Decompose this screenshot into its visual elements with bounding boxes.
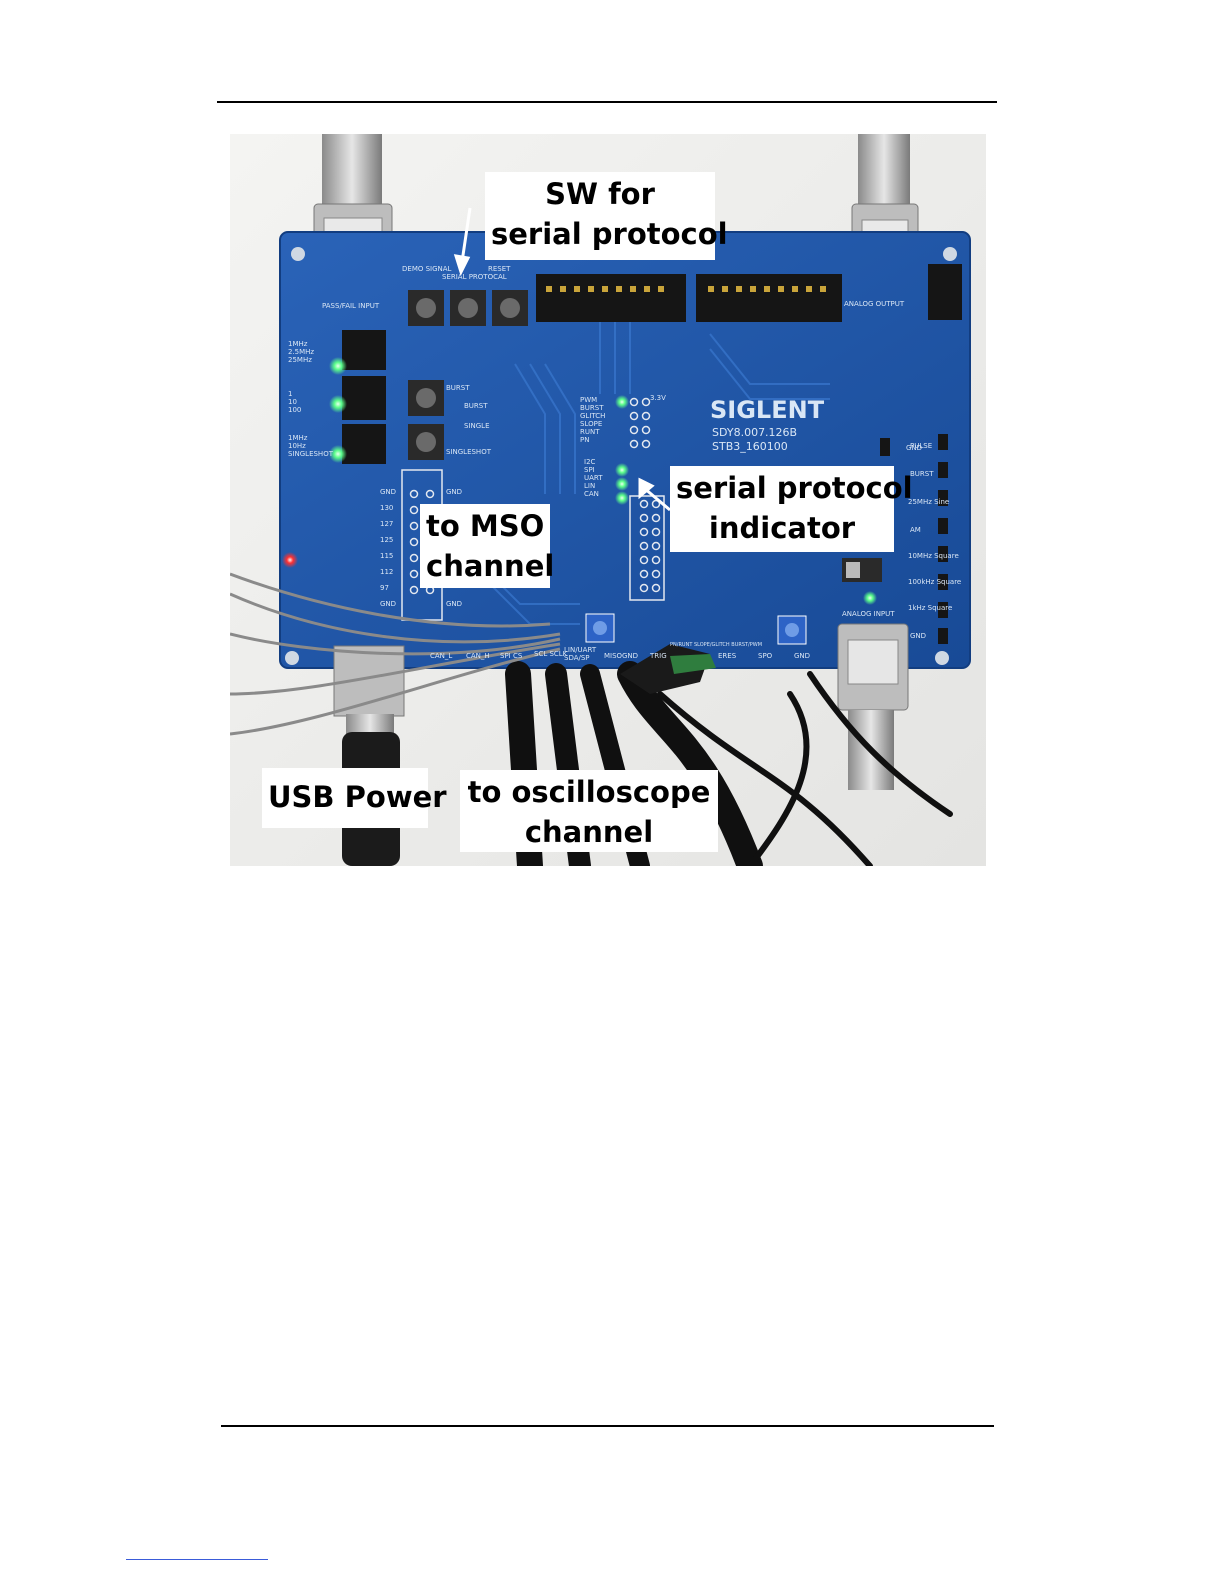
bottom-label-11: ERES: [718, 652, 737, 660]
mode-label-glitch: GLITCH: [580, 412, 605, 420]
button-label-reset: RESET: [488, 265, 511, 273]
bottom-label-3: SPI CS: [500, 652, 523, 660]
header-rule: [217, 101, 997, 103]
board-photo: SIGLENT SDY8.007.126B STB3_160100 DEMO S…: [230, 134, 986, 866]
callout-indicator-line2: indicator: [708, 511, 856, 545]
bottom-label-10: PN/RUNT SLOPE/GLITCH BURST/PWM: [670, 642, 762, 648]
right-label-10m: 10MHz Square: [908, 552, 959, 560]
button-label-demo: DEMO SIGNAL: [402, 265, 452, 273]
callout-mso-line1: to MSO: [426, 509, 545, 543]
mso-left-7: 97: [380, 584, 389, 592]
protocol-label-spi: SPI: [584, 466, 595, 474]
mso-right-1: GND: [446, 488, 462, 496]
rate-label-4: 1: [288, 390, 292, 398]
mso-left-6: 112: [380, 568, 393, 576]
bottom-label-7: MISO: [604, 652, 623, 660]
callout-scope-line2: channel: [524, 815, 654, 849]
mso-left-1: GND: [380, 488, 396, 496]
right-label-gnd-top: GND: [906, 444, 922, 452]
callout-indicator-line1: serial protocol: [676, 471, 913, 505]
callout-serial-indicator: serial protocol indicator: [670, 466, 913, 552]
button-label-protocol: SERIAL PROTOCAL: [442, 273, 507, 281]
mode-label-burst: BURST: [580, 404, 604, 412]
rate-label-7: 1MHz: [288, 434, 308, 442]
mode-label-pn: PN: [580, 436, 589, 444]
rate-label-8: 10Hz: [288, 442, 306, 450]
bottom-label-4: SCL SCLK: [534, 650, 568, 658]
rate-label-5: 10: [288, 398, 297, 406]
rate-label-9: SINGLESHOT: [288, 450, 334, 458]
power-label: 3.3V: [650, 394, 666, 402]
right-label-1k: 1kHz Square: [908, 604, 952, 612]
callout-sw-serial-protocol: SW for serial protocol: [485, 172, 728, 260]
bottom-label-5: LIN/UART: [564, 646, 597, 654]
footnote-link-underline[interactable]: [126, 1559, 268, 1560]
callout-to-oscilloscope: to oscilloscope channel: [460, 770, 718, 852]
callout-usb-power: USB Power: [262, 768, 447, 828]
protocol-label-uart: UART: [584, 474, 603, 482]
bottom-label-2: CAN_H: [466, 652, 490, 660]
callout-usb-line1: USB Power: [268, 780, 447, 814]
mso-left-2: 130: [380, 504, 393, 512]
right-label-am: AM: [910, 526, 921, 534]
bottom-label-12: SPO: [758, 652, 773, 660]
mode-label-slope: SLOPE: [580, 420, 602, 428]
callout-scope-line1: to oscilloscope: [467, 775, 711, 809]
rate-label-3: 25MHz: [288, 356, 312, 364]
callout-sw-line1: SW for: [545, 177, 655, 211]
bottom-label-9: TRIG: [649, 652, 667, 660]
mso-left-8: GND: [380, 600, 396, 608]
right-label-pulse: PULSE: [910, 442, 932, 450]
callout-to-mso: to MSO channel: [420, 504, 555, 588]
mso-left-5: 115: [380, 552, 393, 560]
callout-mso-line2: channel: [426, 549, 555, 583]
mso-left-4: 125: [380, 536, 393, 544]
rate-label-6: 100: [288, 406, 301, 414]
brand-text: SIGLENT: [710, 396, 825, 424]
right-label-sine: 25MHz Sine: [908, 498, 949, 506]
footer-rule: [221, 1425, 994, 1427]
version-text: STB3_160100: [712, 440, 788, 453]
singleshot-label: SINGLESHOT: [446, 448, 492, 456]
bottom-label-1: CAN_L: [430, 652, 452, 660]
protocol-label-lin: LIN: [584, 482, 595, 490]
bottom-label-8: GND: [622, 652, 638, 660]
bottom-label-13: GND: [794, 652, 810, 660]
single-label: SINGLE: [464, 422, 490, 430]
rate-label-2: 2.5MHz: [288, 348, 314, 356]
connector-label-analog-out: ANALOG OUTPUT: [844, 300, 905, 308]
protocol-label-i2c: I2C: [584, 458, 596, 466]
burst-label-1: BURST: [446, 384, 470, 392]
connector-label-analog-in: ANALOG INPUT: [842, 610, 895, 618]
right-label-gnd: GND: [910, 632, 926, 640]
protocol-label-can: CAN: [584, 490, 599, 498]
right-label-burst: BURST: [910, 470, 934, 478]
mso-right-7: GND: [446, 600, 462, 608]
bottom-label-6: SDA/SP: [564, 654, 590, 662]
mso-left-3: 127: [380, 520, 393, 528]
callout-sw-line2: serial protocol: [491, 217, 728, 251]
rate-label-1: 1MHz: [288, 340, 308, 348]
model-text: SDY8.007.126B: [712, 426, 797, 439]
mode-label-runt: RUNT: [580, 428, 600, 436]
right-label-100k: 100kHz Square: [908, 578, 961, 586]
mode-label-pwm: PWM: [580, 396, 597, 404]
burst-label-2: BURST: [464, 402, 488, 410]
connector-label-passfail: PASS/FAIL INPUT: [322, 302, 380, 310]
